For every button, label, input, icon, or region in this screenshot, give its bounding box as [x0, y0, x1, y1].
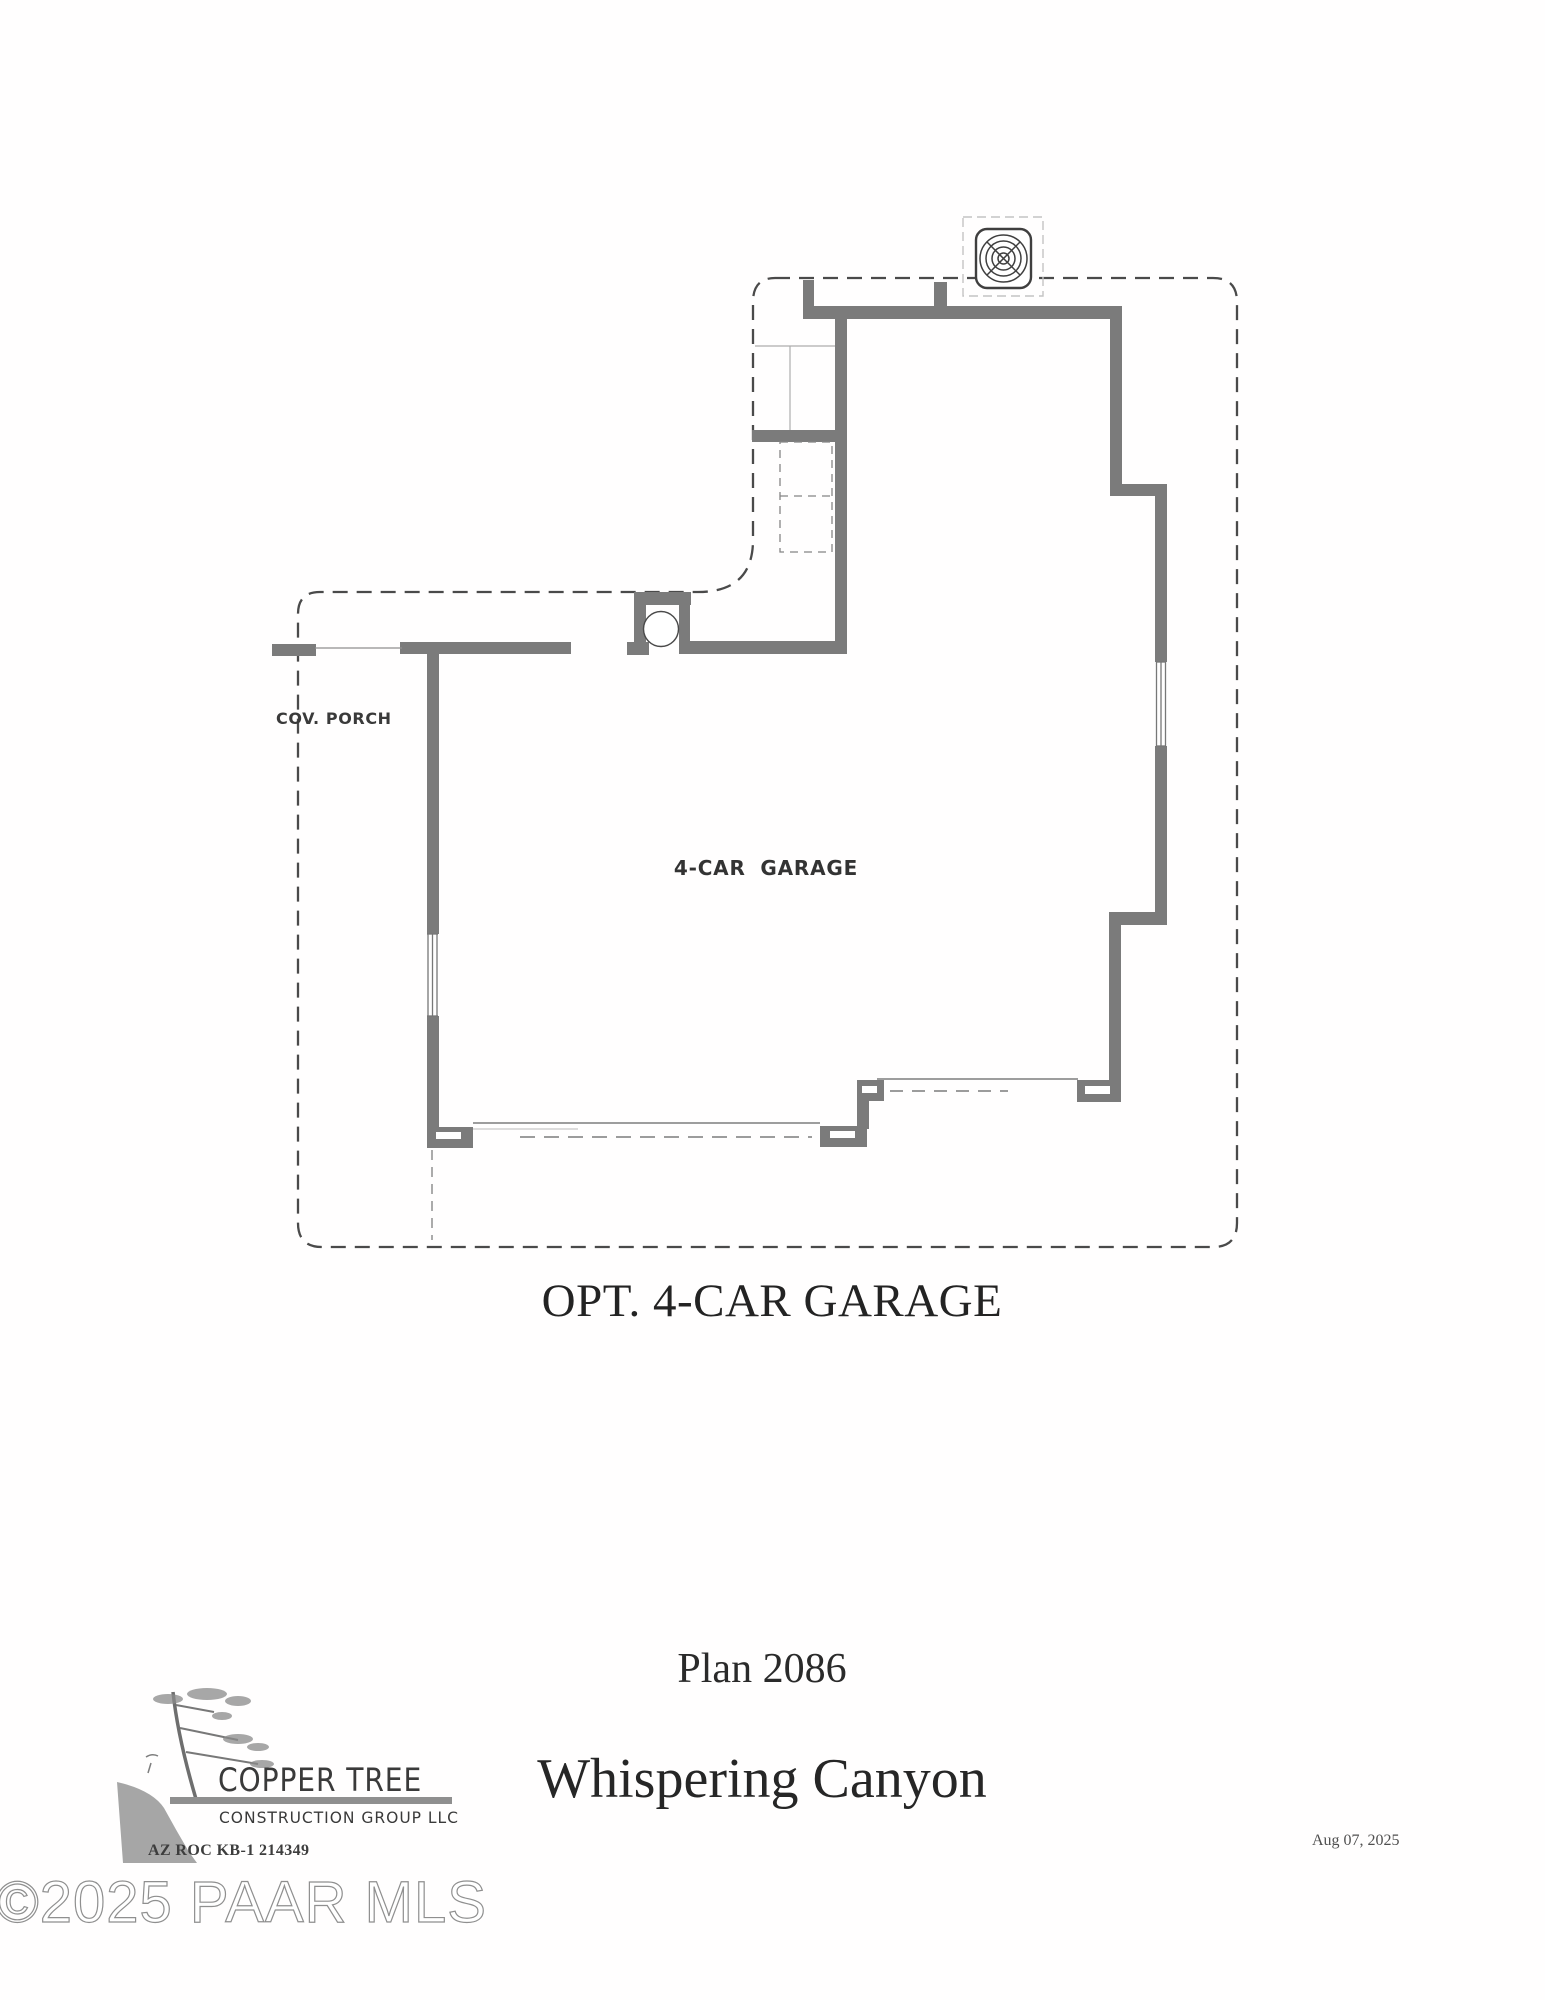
garage-door-jamb-slots: [436, 1086, 1110, 1139]
ceiling-fan-vent-icon: [962, 216, 1044, 297]
water-heater-symbol: [642, 610, 680, 648]
window-symbols: [427, 661, 1167, 1017]
porch-room-label: COV. PORCH: [276, 709, 392, 728]
print-date: Aug 07, 2025: [1312, 1832, 1400, 1849]
plan-number: Plan 2086: [677, 1646, 847, 1692]
garage-door-openings: [315, 647, 1078, 1240]
cabinet-dashed-outline: [779, 441, 833, 553]
option-caption: OPT. 4-CAR GARAGE: [541, 1275, 1003, 1327]
mls-copyright-watermark: ©2025 PAAR MLS: [0, 1869, 487, 1935]
builder-license-number: AZ ROC KB-1 214349: [148, 1842, 310, 1859]
subdivision-name: Whispering Canyon: [537, 1748, 987, 1810]
walls: [272, 280, 1167, 1148]
builder-subtitle: CONSTRUCTION GROUP LLC: [219, 1808, 459, 1827]
garage-room-label: 4-CAR GARAGE: [673, 856, 859, 880]
builder-logo-tree-art: [117, 1688, 452, 1863]
builder-name: COPPER TREE: [218, 1761, 423, 1799]
counter-lines: [755, 345, 835, 430]
